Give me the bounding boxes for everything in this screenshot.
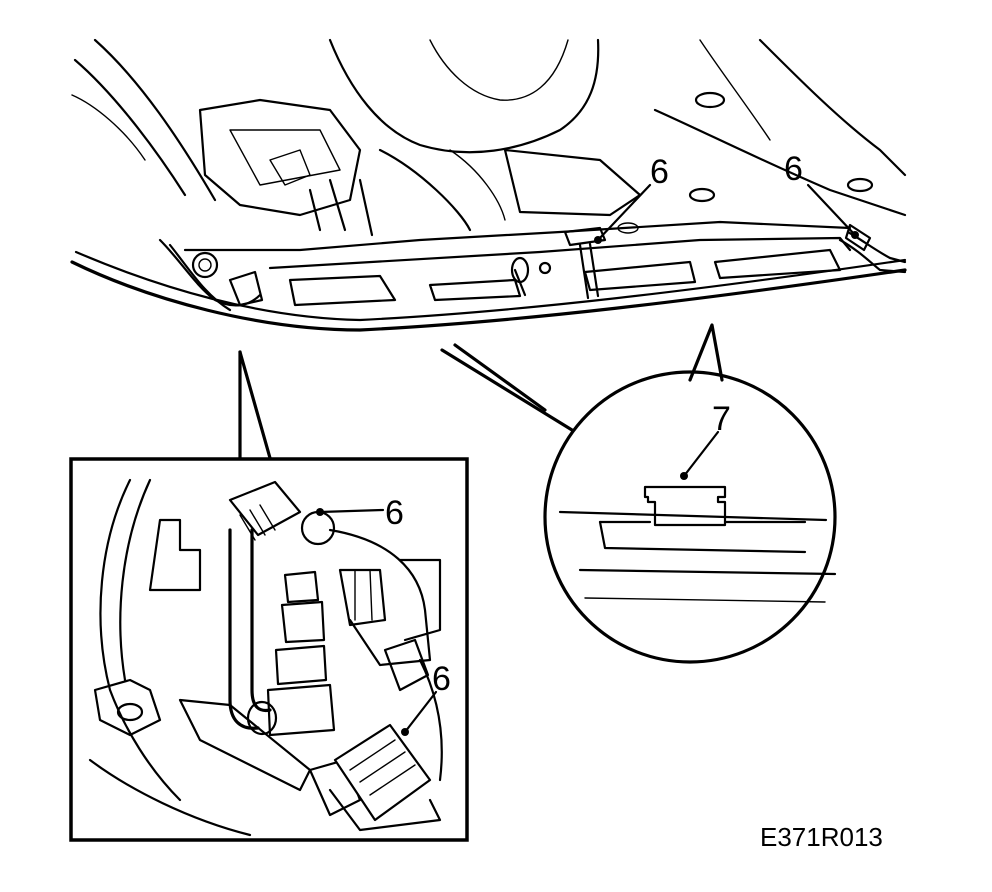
main-underside-view <box>70 38 907 332</box>
callout-main-left-label: 6 <box>650 153 669 191</box>
callout-inset-lower-label: 6 <box>432 660 451 698</box>
callout-main-right-label: 6 <box>784 150 803 188</box>
callout-inset-upper-label: 6 <box>385 494 404 532</box>
callout-main-right: 6 <box>784 150 859 239</box>
figure-code: E371R013 <box>760 822 883 852</box>
detail-circle: 7 <box>440 323 837 664</box>
callout-main-left: 6 <box>594 153 669 244</box>
inset-detail-box: 6 6 <box>69 350 469 842</box>
callout-detail-7-label: 7 <box>712 400 731 438</box>
